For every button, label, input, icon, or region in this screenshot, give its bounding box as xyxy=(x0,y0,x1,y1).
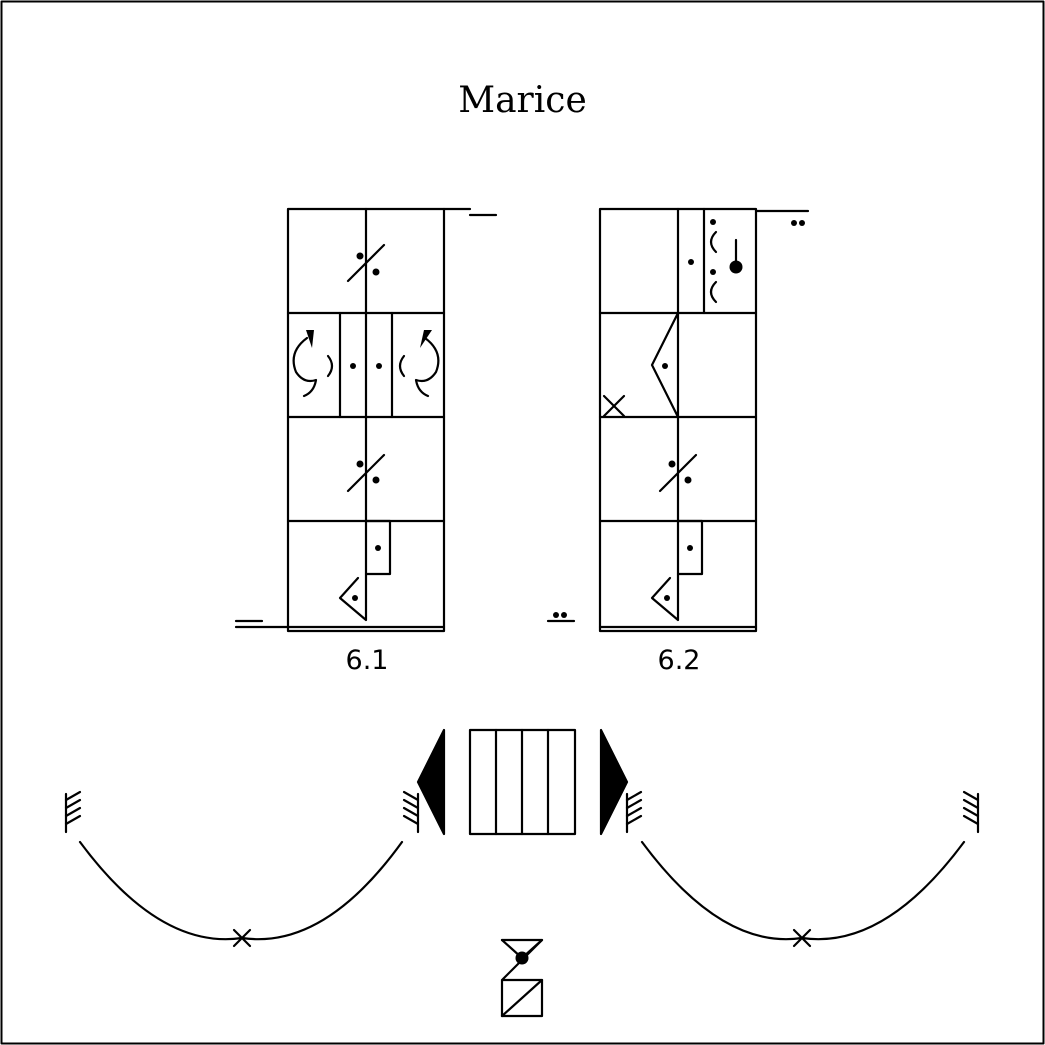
staff-6-1 xyxy=(234,207,498,633)
place-symbol xyxy=(658,453,698,493)
hand-mark xyxy=(402,790,420,834)
hand-mark xyxy=(962,790,980,834)
turn-block xyxy=(292,311,440,419)
right-arc xyxy=(640,840,966,941)
hand-mark xyxy=(625,790,643,834)
left-arc xyxy=(78,840,404,941)
measure-label-6-2: 6.2 xyxy=(657,645,701,676)
right-wedge xyxy=(599,728,629,836)
staff-6-2 xyxy=(546,207,810,633)
direction-symbols xyxy=(338,519,392,622)
place-symbol xyxy=(346,453,386,493)
floor-plan xyxy=(64,728,980,1018)
left-wedge xyxy=(416,728,446,836)
place-symbol xyxy=(346,243,386,283)
measure-label-6-1: 6.1 xyxy=(345,645,389,676)
direction-symbols xyxy=(602,311,680,419)
hand-mark xyxy=(64,790,82,834)
bottom-pin-symbol xyxy=(500,938,544,1018)
direction-symbols xyxy=(650,519,704,622)
turn-pin-block xyxy=(688,207,743,315)
hold-dots xyxy=(791,220,797,226)
page-title: Marice xyxy=(458,80,587,121)
